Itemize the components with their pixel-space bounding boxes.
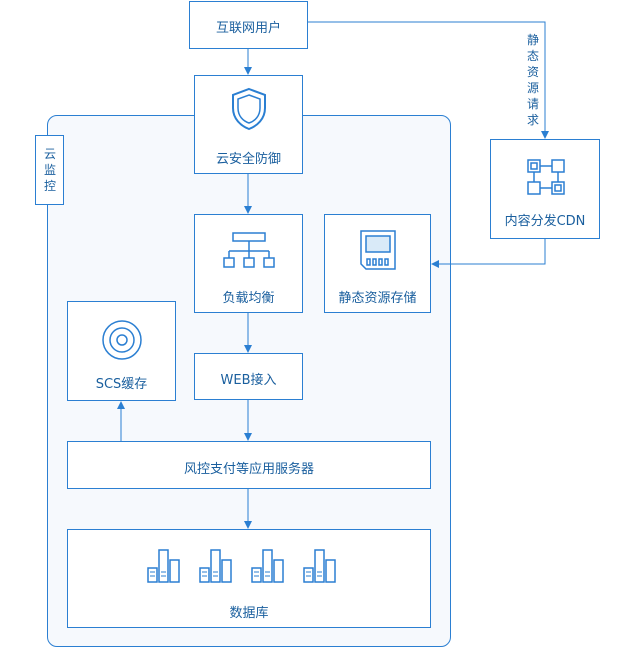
static-request-char: 静 <box>526 33 539 47</box>
internet-users-node: 互联网用户 <box>189 1 308 49</box>
cdn-label: 内容分发CDN <box>504 214 586 229</box>
scs-cache-node: SCS缓存 <box>67 301 176 401</box>
cloud-monitor-label-box: 云 监 控 <box>35 135 64 205</box>
cloud-monitor-char: 云 <box>43 147 56 161</box>
bar-columns-icon <box>147 549 336 583</box>
static-request-char: 资 <box>526 65 539 79</box>
shield-icon <box>232 87 266 131</box>
database-label: 数据库 <box>229 606 269 621</box>
load-balance-label: 负载均衡 <box>222 291 275 306</box>
static-request-char: 请 <box>526 97 539 111</box>
static-storage-label: 静态资源存储 <box>338 291 417 306</box>
app-servers-node: 风控支付等应用服务器 <box>67 441 431 489</box>
static-storage-node: 静态资源存储 <box>324 214 431 313</box>
web-access-label: WEB接入 <box>220 373 277 388</box>
arrow-users-to-cdn <box>308 21 549 139</box>
app-servers-label: 风控支付等应用服务器 <box>183 462 314 477</box>
web-access-node: WEB接入 <box>194 353 303 400</box>
static-request-label: 静 态 资 源 请 求 <box>526 32 540 128</box>
database-node: 数据库 <box>67 529 431 628</box>
cdn-node: 内容分发CDN <box>490 139 600 239</box>
scs-cache-label: SCS缓存 <box>95 377 148 392</box>
storage-card-icon <box>360 230 396 270</box>
network-nodes-icon <box>527 159 565 195</box>
static-request-char: 态 <box>526 49 539 63</box>
cloud-monitor-char: 监 <box>43 163 56 177</box>
security-label: 云安全防御 <box>215 152 281 167</box>
cloud-monitor-char: 控 <box>43 179 56 193</box>
arrow-cdn-to-static <box>431 239 546 268</box>
security-node: 云安全防御 <box>194 75 303 174</box>
internet-users-label: 互联网用户 <box>215 21 281 36</box>
disk-icon <box>102 320 142 360</box>
static-request-char: 求 <box>526 113 539 127</box>
hierarchy-icon <box>223 232 275 268</box>
load-balance-node: 负载均衡 <box>194 214 303 313</box>
static-request-char: 源 <box>526 81 539 95</box>
